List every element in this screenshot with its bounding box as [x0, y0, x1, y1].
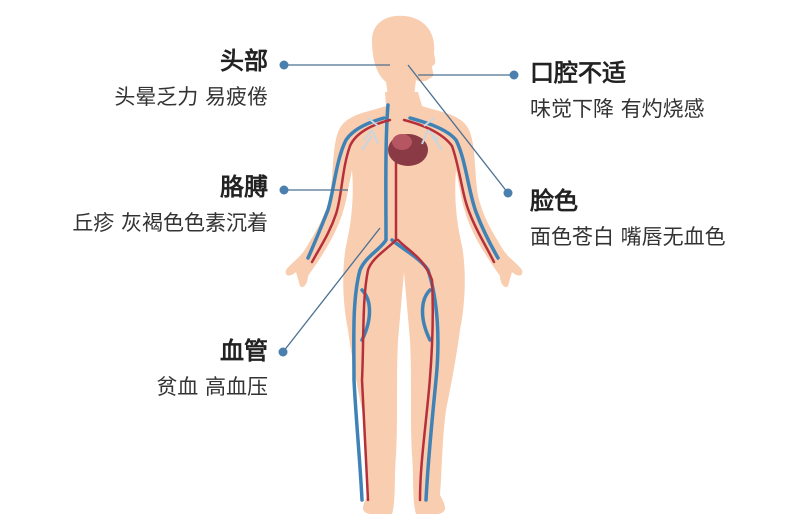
face-dot	[503, 188, 513, 198]
face-label: 脸色 面色苍白 嘴唇无血色	[530, 186, 726, 252]
arm-label: 胳膊 丘疹 灰褐色色素沉着	[72, 172, 268, 238]
vessel-dot	[278, 347, 288, 357]
oral-dot	[509, 70, 519, 80]
head-label: 头部 头晕乏力 易疲倦	[114, 46, 268, 112]
oral-label: 口腔不适 味觉下降 有灼烧感	[530, 58, 705, 124]
body-silhouette	[285, 15, 523, 514]
connector-lines	[282, 64, 514, 353]
veins	[306, 103, 500, 502]
face-desc: 面色苍白 嘴唇无血色	[530, 225, 726, 249]
arteries	[310, 118, 496, 502]
head-title: 头部	[220, 47, 268, 75]
face-title: 脸色	[530, 187, 578, 215]
arm-desc: 丘疹 灰褐色色素沉着	[72, 211, 268, 235]
heart	[388, 134, 428, 166]
head-desc: 头晕乏力 易疲倦	[114, 85, 268, 109]
connector-dots	[278, 60, 519, 357]
head-dot	[279, 60, 289, 70]
oral-title: 口腔不适	[530, 59, 626, 87]
arm-title: 胳膊	[220, 173, 268, 201]
arm-dot	[279, 185, 289, 195]
vessel-label: 血管 贫血 高血压	[156, 336, 268, 402]
oral-desc: 味觉下降 有灼烧感	[530, 97, 705, 121]
vessel-title: 血管	[220, 337, 268, 365]
vessel-desc: 贫血 高血压	[156, 375, 268, 399]
lung-vessels	[361, 117, 443, 151]
